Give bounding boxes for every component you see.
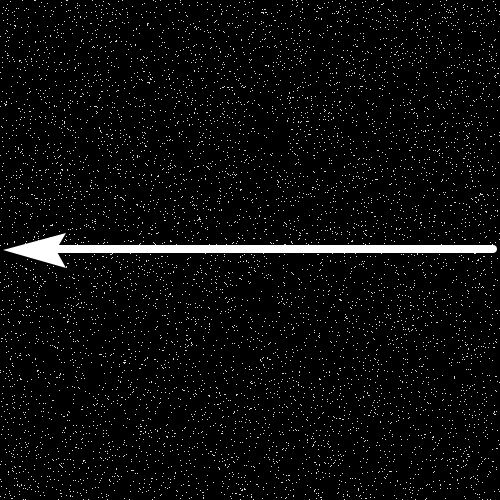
left-arrow-icon	[3, 233, 497, 268]
arrow-head	[3, 233, 66, 268]
